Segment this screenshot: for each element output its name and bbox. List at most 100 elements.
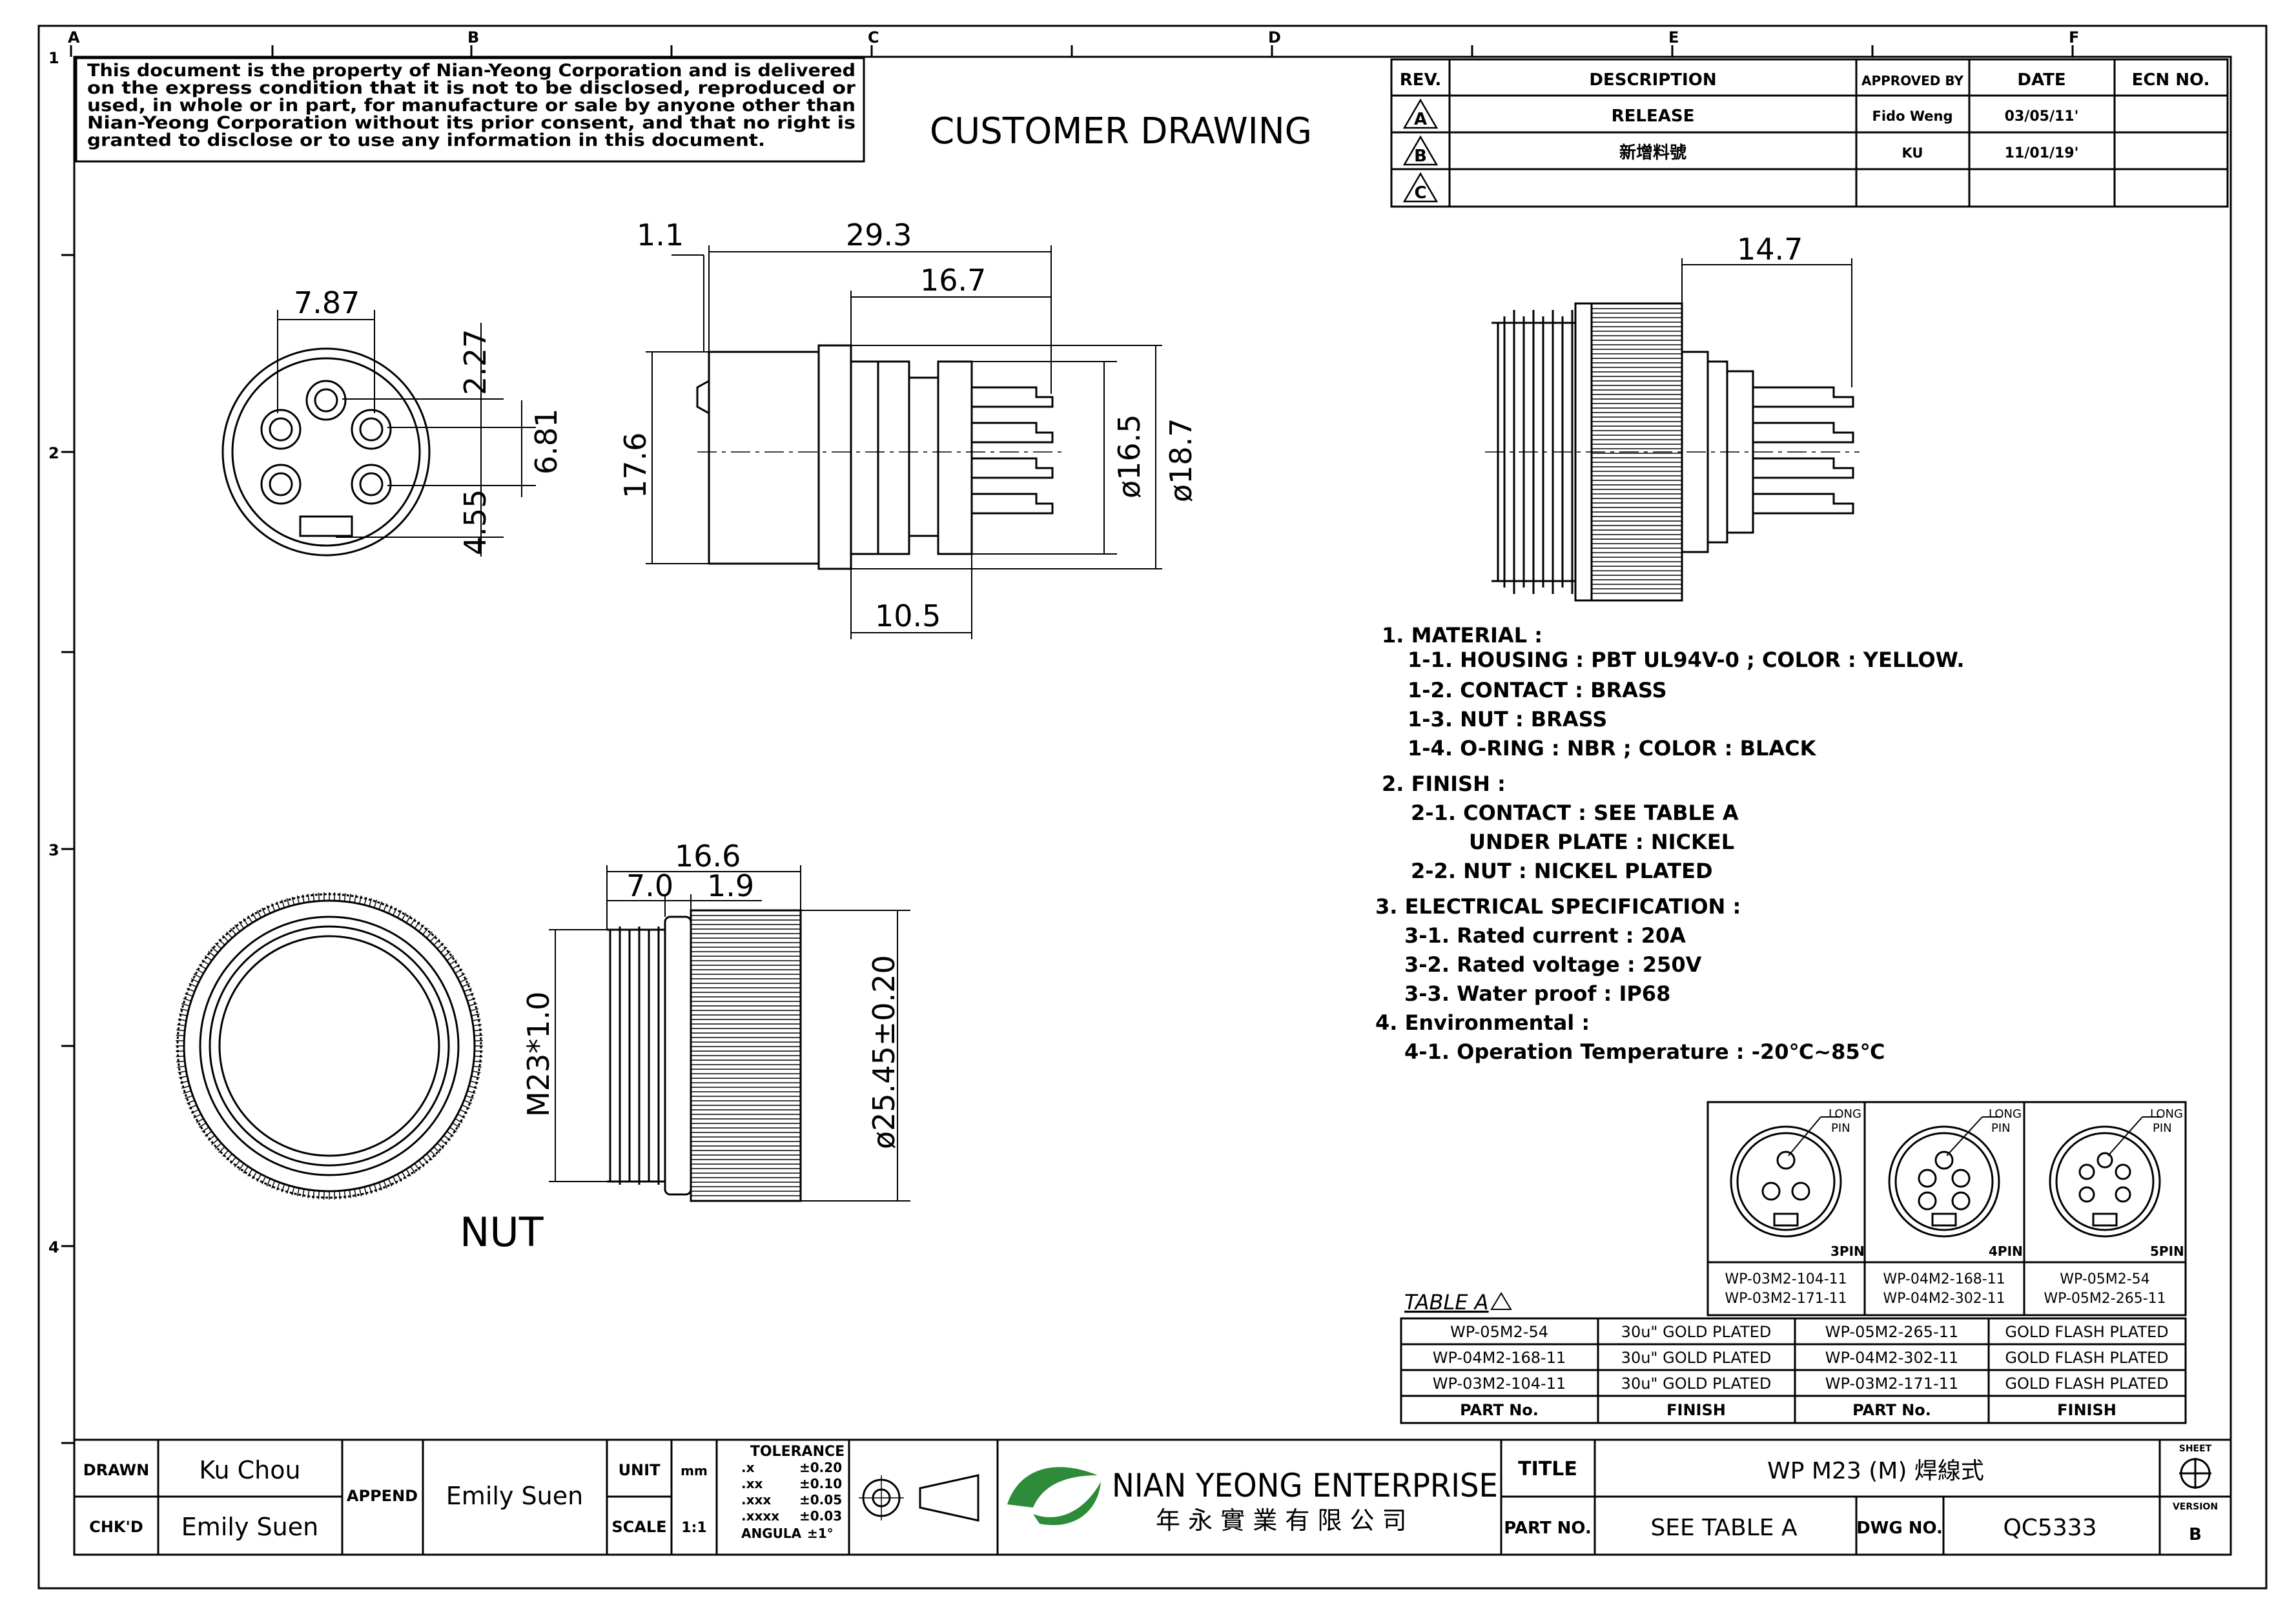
table-a-r2-c4: GOLD FLASH PLATED	[2005, 1349, 2168, 1367]
pin-4-part-1: WP-04M2-168-11	[1883, 1271, 2005, 1287]
note-line-7: 2-1. CONTACT : SEE TABLE A	[1411, 801, 1739, 825]
dim-1-1: 1.1	[637, 218, 684, 252]
part-no-label: PART NO.	[1504, 1519, 1592, 1538]
zone-labels: A B C D E F 1 2 3 4	[48, 28, 2079, 1256]
side-view-dims: 1.1 29.3 16.7 17.6 ø16.5 ø18.7 10.5	[618, 218, 1198, 633]
drawn-label: DRAWN	[83, 1461, 149, 1479]
note-line-3: 1-2. CONTACT : BRASS	[1408, 678, 1667, 702]
dim-17-6: 17.6	[618, 433, 653, 498]
dim-10-5: 10.5	[875, 599, 941, 633]
rev-a-letter: A	[1414, 110, 1427, 129]
zone-col-e: E	[1668, 28, 1679, 46]
title-label: TITLE	[1518, 1458, 1577, 1480]
notice-line-3: used, in whole or in part, for manufactu…	[87, 96, 856, 116]
table-a-r2-c1: WP-04M2-168-11	[1433, 1349, 1566, 1367]
pin-5-part-1: WP-05M2-54	[2060, 1271, 2149, 1287]
long-pin-label-5pin-1: LONG	[2150, 1107, 2183, 1121]
tol-xxxx-value: ±0.03	[799, 1508, 842, 1524]
notice-line-4: Nian-Yeong Corporation without its prior…	[87, 113, 856, 133]
zone-row-4: 4	[48, 1238, 59, 1256]
note-line-12: 3-2. Rated voltage : 250V	[1404, 952, 1702, 977]
table-a-r1-c1: WP-05M2-54	[1450, 1323, 1548, 1341]
rev-b-approved: KU	[1902, 145, 1923, 161]
revision-table: REV. DESCRIPTION APPROVED BY DATE ECN NO…	[1390, 58, 2229, 208]
rev-a-description: RELEASE	[1612, 107, 1695, 126]
nut-label: NUT	[460, 1209, 544, 1256]
company-name-cn: 年 永 實 業 有 限 公 司	[1156, 1506, 1407, 1535]
company-logo-icon	[1007, 1467, 1101, 1526]
zone-row-2: 2	[48, 444, 59, 462]
sheet-label: SHEET	[2179, 1444, 2212, 1454]
notice-box: This document is the property of Nian-Ye…	[75, 57, 865, 163]
dim-1-9: 1.9	[707, 868, 754, 903]
pin-3-part-1: WP-03M2-104-11	[1725, 1271, 1847, 1287]
tol-x-value: ±0.20	[799, 1460, 842, 1475]
zone-col-f: F	[2069, 28, 2079, 46]
tol-xx-value: ±0.10	[799, 1476, 842, 1491]
dim-14-7: 14.7	[1737, 232, 1803, 267]
zone-row-3: 3	[48, 841, 59, 859]
front-view-dims: 7.87 2.27 6.81 4.55	[294, 285, 564, 555]
side-view	[646, 245, 1162, 639]
material-notes: 1. MATERIAL : 1-1. HOUSING : PBT UL94V-0…	[1375, 623, 1965, 1064]
table-a-r3-c1: WP-03M2-104-11	[1433, 1375, 1566, 1393]
note-line-14: 4. Environmental :	[1375, 1010, 1590, 1035]
tol-angula-label: ANGULA	[741, 1526, 802, 1541]
dim-7-87: 7.87	[294, 285, 360, 320]
long-pin-label-3pin-1: LONG	[1829, 1107, 1861, 1121]
notice-line-1: This document is the property of Nian-Ye…	[87, 61, 856, 81]
dwg-no-value: QC5333	[2003, 1515, 2096, 1541]
tol-xxx-value: ±0.05	[799, 1492, 842, 1508]
dim-16-7: 16.7	[920, 263, 986, 298]
rev-header-approved: APPROVED BY	[1861, 73, 1964, 88]
notice-line-5: granted to disclose or to use any inform…	[87, 130, 765, 150]
note-line-1: 1. MATERIAL :	[1382, 623, 1543, 648]
table-a-r3-c2: 30u" GOLD PLATED	[1621, 1375, 1772, 1393]
append-label: APPEND	[347, 1487, 418, 1505]
nut-side-dims: 16.6 7.0 1.9 M23*1.0 ø25.45±0.20	[521, 839, 901, 1149]
company-name: NIAN YEONG ENTERPRISE	[1112, 1467, 1498, 1504]
rev-c-letter: C	[1414, 183, 1426, 203]
dim-dia-25-45: ø25.45±0.20	[866, 955, 901, 1149]
tol-angula-value: ±1°	[807, 1526, 834, 1541]
pin-layout-table: LONG PIN LONG PIN LONG PIN 3PIN 4PIN 5PI…	[1707, 1101, 2187, 1316]
note-line-5: 1-4. O-RING : NBR ; COLOR : BLACK	[1408, 736, 1817, 761]
nut-knurl-edge	[176, 892, 483, 1200]
pin-4-part-2: WP-04M2-302-11	[1883, 1291, 2005, 1307]
pin-3-part-2: WP-03M2-171-11	[1725, 1291, 1847, 1307]
rev-a-approved: Fido Weng	[1872, 108, 1953, 124]
tol-xx-label: .xx	[741, 1476, 763, 1491]
table-a-r3-c3: WP-03M2-171-11	[1825, 1375, 1959, 1393]
pin-label-4pin: 4PIN	[1989, 1244, 2023, 1259]
notice-line-2: on the express condition that it is not …	[87, 78, 856, 98]
scale-label: SCALE	[611, 1518, 666, 1536]
append-value: Emily Suen	[446, 1482, 583, 1510]
drawn-value: Ku Chou	[199, 1456, 300, 1484]
table-a-footer-2: FINISH	[1666, 1401, 1726, 1419]
rev-b-description: 新增料號	[1619, 143, 1686, 163]
dwg-no-label: DWG NO.	[1856, 1519, 1943, 1538]
tolerance-title: TOLERANCE	[750, 1444, 845, 1460]
unit-value: mm	[681, 1463, 708, 1479]
unit-label: UNIT	[619, 1461, 661, 1479]
rev-a-date: 03/05/11'	[2005, 108, 2079, 125]
zone-col-b: B	[467, 28, 479, 46]
note-line-9: 2-2. NUT : NICKEL PLATED	[1411, 859, 1713, 883]
tol-xxxx-label: .xxxx	[741, 1508, 779, 1524]
table-a-footer-4: FINISH	[2057, 1401, 2117, 1419]
table-a-r1-c2: 30u" GOLD PLATED	[1621, 1323, 1772, 1341]
dim-29-3: 29.3	[846, 218, 912, 252]
rev-b-letter: B	[1414, 147, 1427, 166]
dim-6-81: 6.81	[529, 409, 564, 475]
note-line-13: 3-3. Water proof : IP68	[1404, 981, 1670, 1006]
note-line-8: UNDER PLATE : NICKEL	[1469, 830, 1734, 854]
table-a-footer-1: PART No.	[1460, 1401, 1539, 1419]
chkd-label: CHK'D	[89, 1518, 143, 1536]
long-pin-label-3pin-2: PIN	[1831, 1121, 1850, 1135]
long-pin-label-4pin-1: LONG	[1989, 1107, 2022, 1121]
dim-dia-16-5: ø16.5	[1112, 414, 1147, 498]
table-a-footer-3: PART No.	[1852, 1401, 1931, 1419]
zone-col-d: D	[1268, 28, 1281, 46]
rev-header-ecn: ECN NO.	[2132, 70, 2210, 90]
